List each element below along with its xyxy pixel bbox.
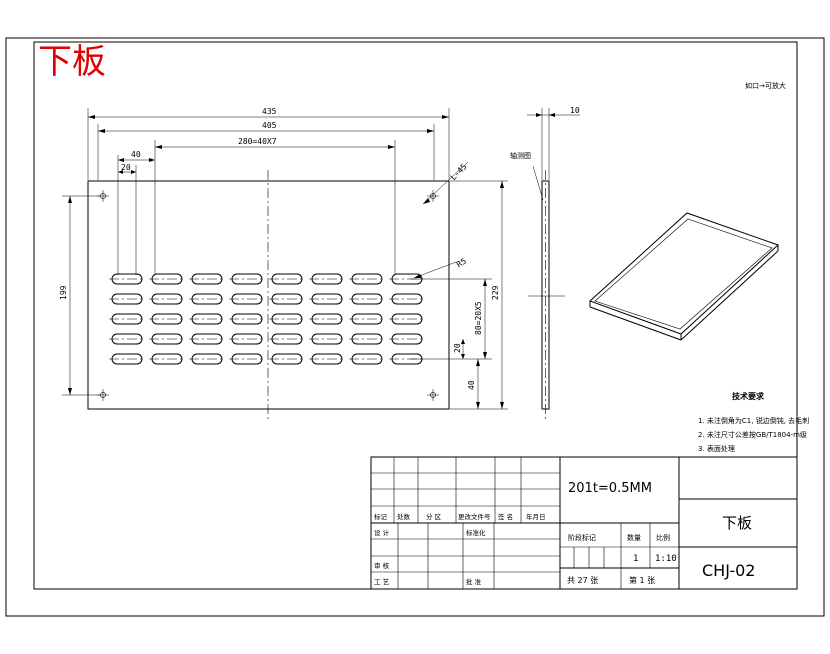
stage-label: 阶段标记 (568, 533, 596, 542)
sheet-number: 第 1 张 (629, 575, 655, 585)
top-dimensions: 435 405 280=40X7 40 20 (87, 107, 450, 275)
left-dimensions: 199 (59, 195, 100, 396)
material-spec: 201t=0.5MM (568, 481, 652, 496)
inner-frame (33, 41, 798, 590)
label-design: 设 计 (374, 528, 390, 537)
rev-header: 年月日 (526, 512, 546, 521)
dim-height-right: 229 (491, 285, 500, 300)
qty-value: 1 (633, 554, 638, 564)
rev-header: 分 区 (426, 512, 442, 521)
scale-label: 比例 (656, 533, 670, 542)
dim-slot-length: 20 (121, 163, 131, 172)
plate-outline (87, 180, 450, 410)
tech-requirements: 技术要求 1. 未注倒角为C1, 锐边倒钝, 去毛刺 2. 未注尺寸公差按GB/… (698, 391, 809, 453)
dim-overall-width: 435 (262, 107, 277, 116)
tech-req-title: 技术要求 (732, 391, 765, 401)
dim-row-pitch: 80=20X5 (474, 301, 483, 335)
scale-value: 1:10 (655, 554, 677, 564)
slot-array (109, 273, 425, 365)
rev-header: 签 名 (498, 512, 513, 521)
right-dimensions: 229 80=20X5 20 40 (410, 180, 508, 410)
label-process: 工 艺 (374, 578, 390, 586)
dim-thickness: 10 (570, 106, 580, 115)
side-label: 轴测图 (510, 151, 531, 160)
tech-req-item: 3. 表面处理 (698, 444, 735, 453)
corner-note: 如口→可放大 (745, 81, 786, 90)
rev-header: 标记 (374, 512, 388, 521)
rev-header: 处数 (397, 512, 411, 521)
side-view: 10 轴测图 (510, 106, 580, 420)
dim-row-gap: 20 (453, 343, 462, 353)
label-review: 审 核 (374, 561, 390, 570)
dim-slot-spacing: 40 (131, 150, 141, 159)
dim-bottom-offset: 40 (467, 380, 476, 390)
qty-label: 数量 (627, 533, 641, 542)
dim-inner-width: 405 (262, 121, 277, 130)
title-block: 标记 处数 分 区 更改文件号 签 名 年月日 设 计 标准化 审 核 工 艺 … (370, 456, 798, 590)
corner-holes (97, 190, 439, 401)
outer-border (5, 37, 825, 617)
dim-height-left: 199 (59, 285, 68, 300)
dim-radius: R5 (455, 256, 468, 269)
sheets-total: 共 27 张 (567, 576, 598, 585)
red-title: 下板 (38, 42, 106, 82)
isometric-view (589, 212, 779, 341)
tech-req-item: 2. 未注尺寸公差按GB/T1804-m级 (698, 430, 807, 439)
rev-header: 更改文件号 (458, 512, 491, 521)
tech-req-item: 1. 未注倒角为C1, 锐边倒钝, 去毛刺 (698, 416, 809, 425)
dim-chamfer: L-45 (449, 162, 469, 182)
drawing-number: CHJ-02 (702, 561, 755, 580)
dim-slot-pitch: 280=40X7 (238, 137, 277, 146)
label-std: 标准化 (466, 528, 486, 537)
part-name: 下板 (722, 514, 752, 532)
leaders: L-45 R5 (413, 161, 469, 279)
label-approve: 批 准 (466, 577, 482, 586)
